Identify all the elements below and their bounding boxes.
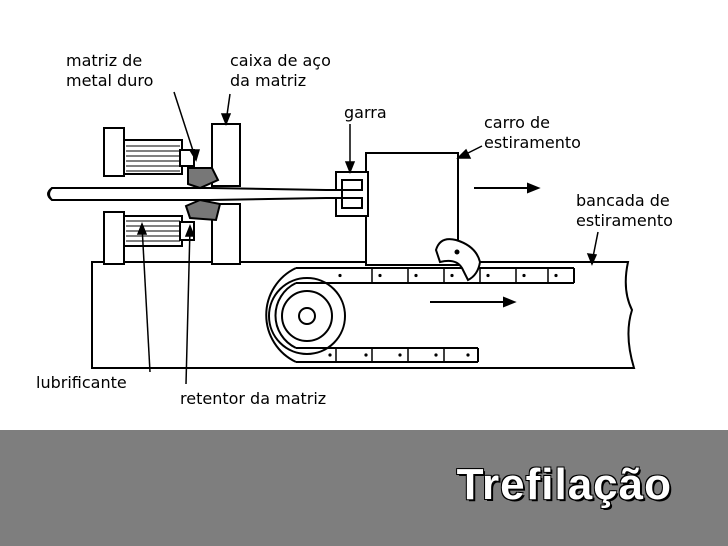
motion-arrow-chain bbox=[430, 296, 517, 308]
motion-arrow-carriage bbox=[474, 182, 541, 194]
carriage-hook bbox=[434, 238, 482, 282]
carbide-die-lower bbox=[184, 198, 222, 222]
drawing-carriage bbox=[365, 152, 459, 266]
label-lubricant: lubrificante bbox=[36, 373, 127, 392]
chain-sprocket bbox=[268, 277, 346, 355]
carbide-die-upper bbox=[187, 167, 220, 190]
label-carriage: carro de estiramento bbox=[484, 113, 581, 152]
drawing-bench-diagram: matriz de metal duro caixa de aço da mat… bbox=[36, 51, 675, 408]
title-banner: Trefilação bbox=[0, 430, 728, 546]
slide-title: Trefilação bbox=[456, 460, 672, 509]
die-box-lower bbox=[103, 203, 241, 265]
drive-chain bbox=[265, 267, 575, 363]
die-box-upper bbox=[103, 123, 241, 187]
drawing-bench bbox=[91, 261, 636, 369]
label-carbide-die: matriz de metal duro bbox=[66, 51, 153, 90]
drawn-bar bbox=[48, 187, 343, 201]
leader-lines bbox=[136, 91, 599, 385]
label-die-retainer: retentor da matriz bbox=[180, 389, 326, 408]
gripper bbox=[335, 171, 369, 217]
label-bench: bancada de estiramento bbox=[576, 191, 675, 230]
label-die-steel-box: caixa de aço da matriz bbox=[230, 51, 336, 90]
label-gripper: garra bbox=[344, 103, 387, 122]
